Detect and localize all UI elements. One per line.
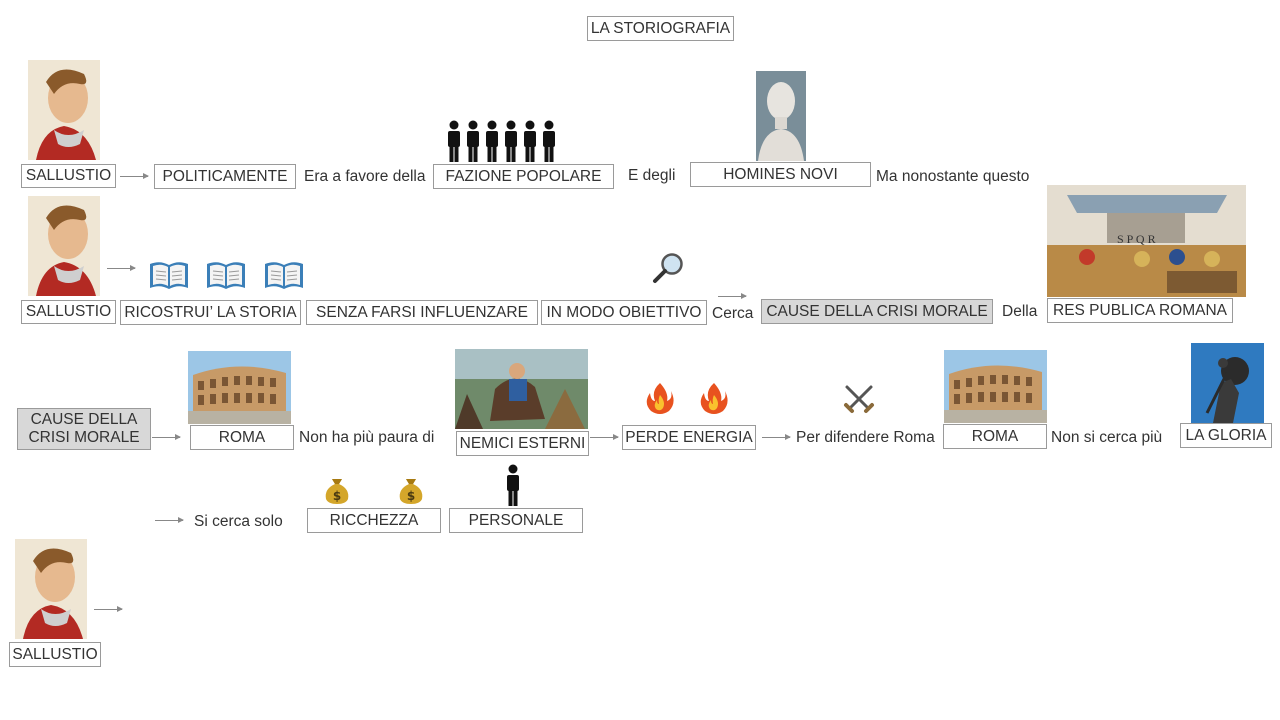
connector-text: Non ha più paura di — [299, 429, 435, 446]
magnifying-glass-icon — [653, 253, 683, 283]
fire-icon — [646, 383, 674, 414]
roma-box: ROMA — [943, 424, 1047, 449]
roma-box: ROMA — [190, 425, 294, 450]
politicamente-box: POLITICAMENTE — [154, 164, 296, 189]
svg-text:$: $ — [407, 489, 415, 503]
ricostrui-box: RICOSTRUI’ LA STORIA — [120, 300, 301, 325]
personale-box: PERSONALE — [449, 508, 583, 533]
arrow — [155, 517, 184, 523]
connector-text: Per difendere Roma — [796, 429, 935, 446]
person-icon — [507, 464, 519, 506]
money-bag-icon: $ — [325, 479, 349, 504]
arrow — [120, 173, 149, 179]
money-bag-icon: $ — [399, 479, 423, 504]
arrow — [590, 434, 619, 440]
open-book-icon — [207, 262, 245, 289]
sallustio-box: SALLUSTIO — [9, 642, 101, 667]
colosseum-image — [188, 351, 291, 424]
connector-text: Era a favore della — [304, 168, 426, 185]
colosseum-image — [944, 350, 1047, 423]
connector-text: Ma nonostante questo — [876, 168, 1030, 185]
open-book-icon — [265, 262, 303, 289]
sallustio-box: SALLUSTIO — [21, 300, 116, 324]
cause-crisi-morale-box: CAUSE DELLA CRISI MORALE — [761, 299, 993, 324]
senza-influenzare-box: SENZA FARSI INFLUENZARE — [306, 300, 538, 325]
sallustio-portrait — [28, 196, 100, 296]
open-book-icon — [150, 262, 188, 289]
sallustio-portrait — [28, 60, 100, 160]
connector-text: Si cerca solo — [194, 513, 283, 530]
fire-icon — [700, 383, 728, 414]
homines-novi-box: HOMINES NOVI — [690, 162, 871, 187]
arrow — [762, 434, 791, 440]
la-gloria-box: LA GLORIA — [1180, 423, 1272, 448]
sallustio-box: SALLUSTIO — [21, 164, 116, 188]
connector-text: Cerca — [712, 305, 754, 322]
connector-text: E degli — [628, 167, 676, 184]
barbarians-image — [455, 349, 588, 429]
svg-text:S P Q R: S P Q R — [1117, 232, 1156, 246]
perde-energia-box: PERDE ENERGIA — [622, 425, 756, 450]
arrow — [94, 606, 123, 612]
res-publica-box: RES PUBLICA ROMANA — [1047, 298, 1233, 323]
svg-text:$: $ — [333, 489, 341, 503]
modo-obiettivo-box: IN MODO OBIETTIVO — [541, 300, 707, 325]
people-icon — [448, 120, 555, 162]
page-title: LA STORIOGRAFIA — [587, 16, 734, 41]
arrow — [718, 293, 747, 299]
arrow — [152, 434, 181, 440]
connector-text: Non si cerca più — [1051, 429, 1163, 446]
nemici-esterni-box: NEMICI ESTERNI — [456, 431, 589, 456]
warrior-statue-image — [1191, 343, 1264, 423]
fazione-popolare-box: FAZIONE POPOLARE — [433, 164, 614, 189]
ricchezza-box: RICCHEZZA — [307, 508, 441, 533]
spqr-mosaic-image: S P Q R — [1047, 185, 1246, 297]
sallustio-portrait — [15, 539, 87, 639]
cause-crisi-morale-box: CAUSE DELLA CRISI MORALE — [17, 408, 151, 450]
crossed-swords-icon — [844, 385, 874, 413]
arrow — [107, 265, 136, 271]
caesar-bust-image — [756, 71, 806, 161]
connector-text: Della — [1002, 303, 1038, 320]
